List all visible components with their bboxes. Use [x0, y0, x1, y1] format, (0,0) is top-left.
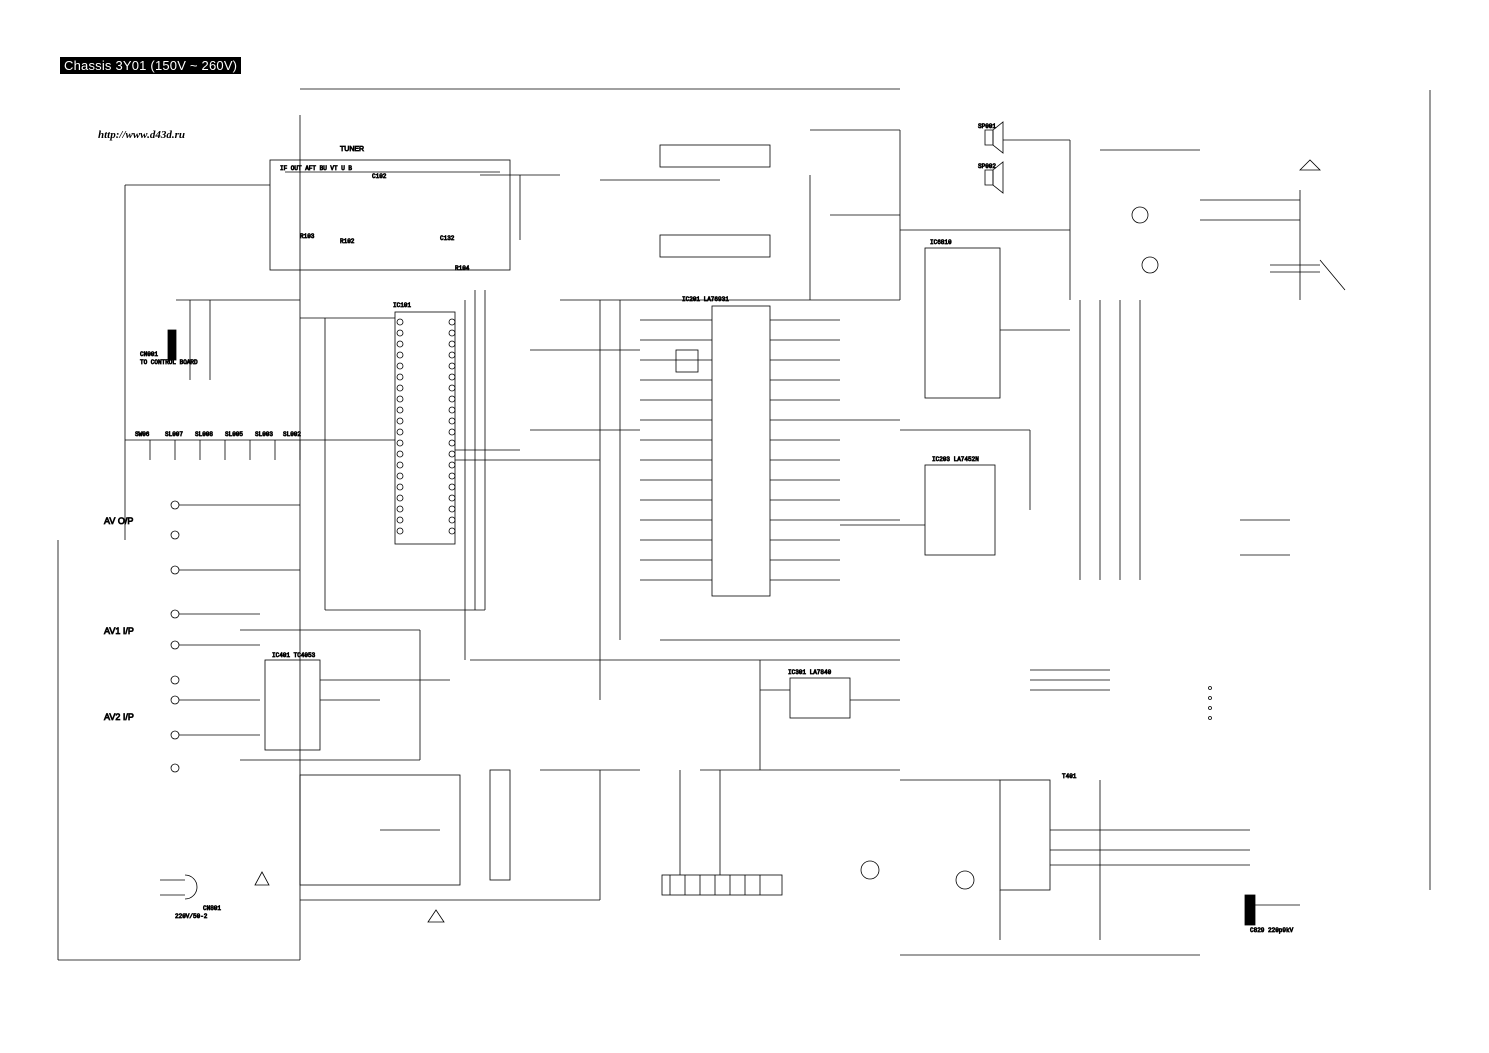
cn001-section: CN001 TO CONTROL BOARD [140, 299, 300, 380]
svg-text:SW06: SW06 [135, 431, 150, 438]
bottom-connector-section [661, 770, 783, 896]
cap-bottom-label: C829 220p9kV [1250, 927, 1294, 934]
ic203-box [924, 464, 996, 556]
svg-text:C132: C132 [440, 235, 455, 242]
crystal-x201 [675, 349, 699, 373]
svg-text:SL008: SL008 [195, 431, 213, 438]
audio-ic-label: IC6810 [930, 239, 952, 246]
ic201-label: IC201 LA76931 [682, 296, 729, 303]
av-section: AV O/P AV1 I/P AV2 I/P IC401 TC4053 [104, 500, 450, 773]
cn001-label: CN001 [140, 351, 158, 358]
svg-text:SL005: SL005 [225, 431, 243, 438]
svg-text:IF OUT AFT BU VT U B: IF OUT AFT BU VT U B [280, 165, 352, 172]
speaker-l-label: SP001 [978, 123, 996, 130]
ic201-box [711, 305, 771, 597]
av-out-label: AV O/P [104, 516, 133, 526]
ic201-section: IC201 LA76931 [470, 296, 900, 700]
svg-text:C102: C102 [372, 173, 387, 180]
mains-rating-label: 220V/50-2 [175, 913, 208, 920]
ic101-section: IC101 [300, 290, 600, 660]
svg-text:SL007: SL007 [165, 431, 183, 438]
svg-text:R103: R103 [300, 233, 315, 240]
fbt-box [999, 779, 1051, 891]
page-title: Chassis 3Y01 (150V ~ 260V) [60, 57, 242, 74]
fbt-section: T401 C829 220p9kV [860, 773, 1300, 940]
if-section [600, 129, 901, 300]
ic301-label: IC301 LA7840 [788, 669, 832, 676]
ic101-label: IC101 [393, 302, 411, 309]
ic203-label: IC203 LA7452N [932, 456, 979, 463]
ic101-box [394, 311, 456, 545]
speaker-r-label: SP002 [978, 163, 996, 170]
ic301-box [789, 677, 851, 719]
tuner-section: TUNER IF OUT AFT BU VT U B C102 R103 R10… [124, 146, 560, 540]
svg-text:R102: R102 [340, 238, 355, 245]
mains-ref-label: CN801 [203, 905, 221, 912]
svg-text:R104: R104 [455, 265, 470, 272]
source-url: http://www.d43d.ru [98, 129, 186, 141]
ic203-section: IC203 LA7452N [840, 300, 1141, 580]
ic401-label: IC401 TC4053 [272, 652, 316, 659]
svg-text:SL003: SL003 [255, 431, 273, 438]
right-top-section [1100, 149, 1346, 300]
av1-in-label: AV1 I/P [104, 626, 134, 636]
audio-ic-box [924, 247, 1001, 399]
svg-text:SL002: SL002 [283, 431, 301, 438]
ic401-box [264, 659, 321, 751]
av2-in-label: AV2 I/P [104, 712, 134, 722]
right-mid-section [1030, 519, 1290, 720]
audio-amp-section: IC6810 SP001 SP002 [900, 121, 1071, 399]
power-supply-section: CN801 220V/50-2 [160, 769, 640, 923]
fbt-label: T401 [1062, 773, 1077, 780]
ic301-section: IC301 LA7840 [700, 660, 900, 771]
keypad-row: SW06 SL007 SL008 SL005 SL003 SL002 [125, 431, 395, 460]
cn001-note: TO CONTROL BOARD [140, 359, 198, 366]
tuner-label: TUNER [340, 146, 364, 153]
